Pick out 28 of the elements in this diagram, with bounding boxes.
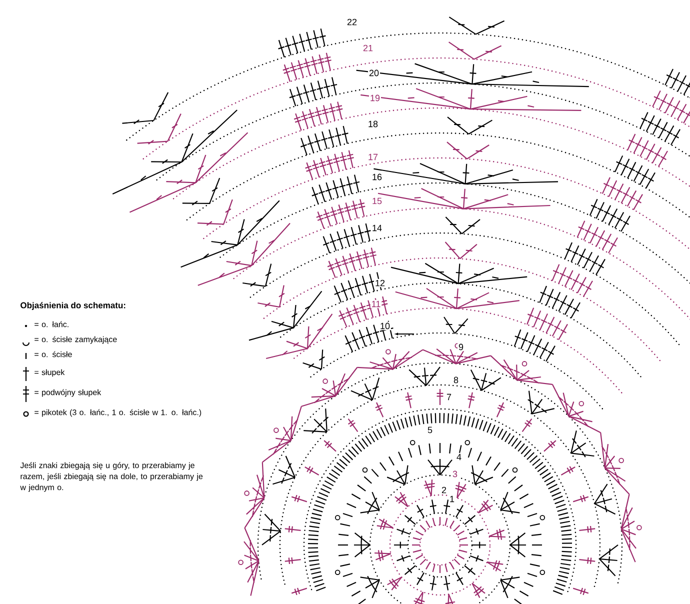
legend-text: = o. ścisłe: [34, 351, 72, 358]
note-text: Jeśli znaki zbiegają się u góry, to przerabiamy je razem, jeśli zbiegają się na dole, to przerabiamy je w jednym o.: [20, 462, 203, 492]
legend-title: Objaśnienia do schematu:: [20, 302, 126, 310]
round-number: 5: [426, 426, 434, 434]
round-number: 10: [379, 322, 391, 330]
round-number: 9: [458, 342, 464, 352]
round-number: 18: [367, 120, 379, 128]
round-number: 16: [371, 172, 383, 182]
round-number: 15: [371, 196, 383, 206]
legend-text: = o. ścisłe zamykające: [34, 336, 117, 344]
legend-text: = o. łańc.: [34, 321, 68, 328]
legend-text: = podwójny słupek: [34, 389, 102, 397]
round-number: 19: [369, 94, 381, 102]
round-number: 14: [371, 224, 383, 232]
round-number: 17: [367, 152, 379, 162]
round-number: 3: [452, 470, 458, 478]
round-number: 4: [456, 452, 462, 462]
round-number: 8: [452, 376, 460, 384]
round-number: 7: [446, 392, 452, 402]
round-number: 11: [370, 300, 382, 308]
round-number: 21: [362, 44, 374, 52]
round-number: 20: [368, 68, 380, 78]
round-number: 22: [346, 18, 358, 26]
legend-text: = słupek: [34, 369, 65, 377]
legend-text: = pikotek (3 o. łańc., 1 o. ścisłe w 1. o. łańc.): [34, 409, 202, 417]
round-number: 12: [374, 278, 386, 288]
round-number: 2: [440, 486, 448, 494]
round-number: 1: [448, 494, 456, 504]
